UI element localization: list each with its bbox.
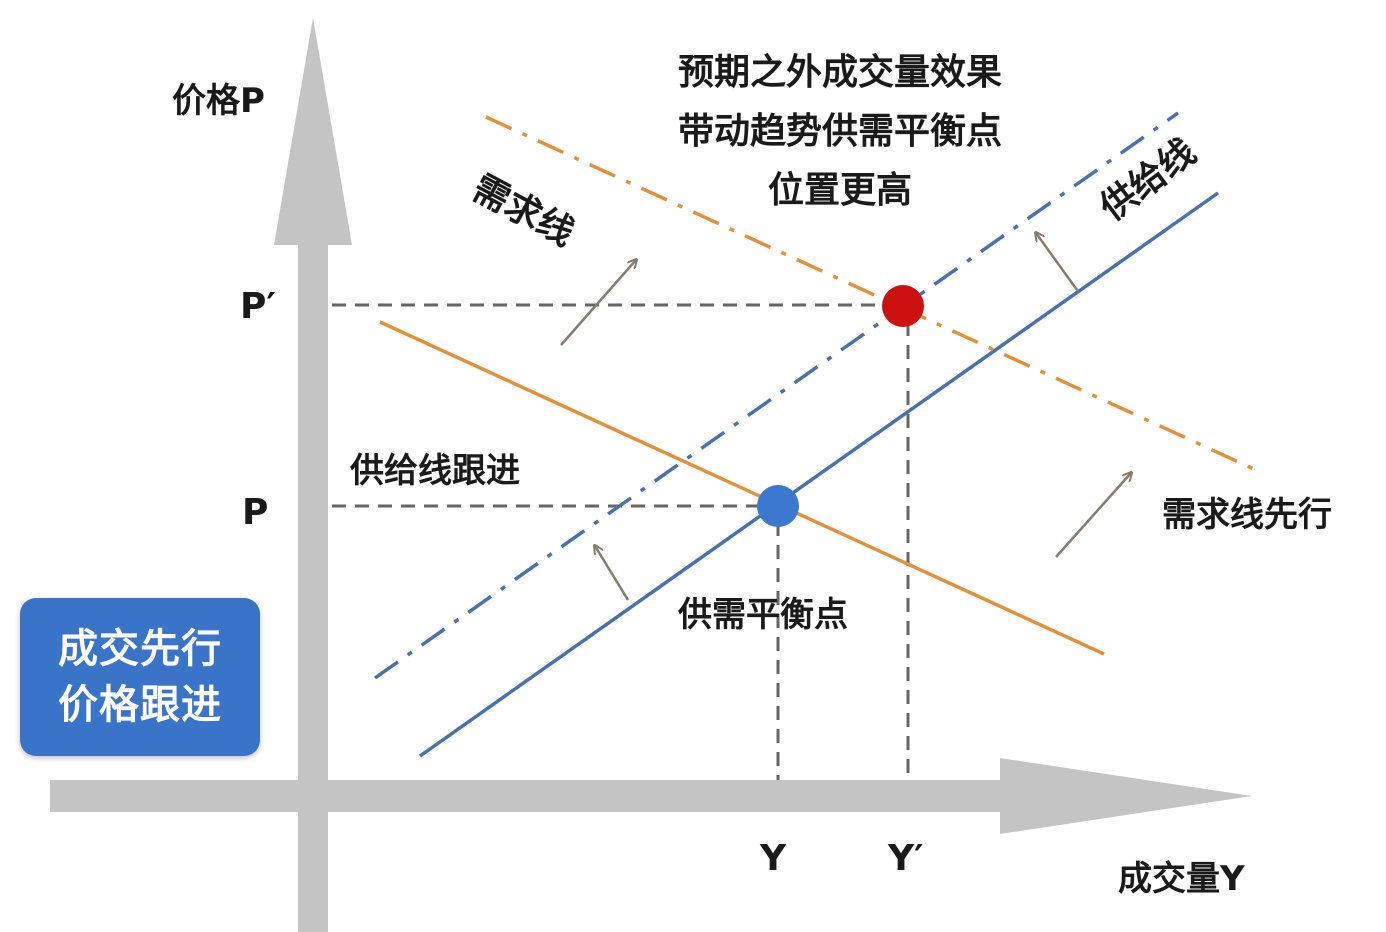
shifted-demand-line: [485, 115, 1257, 472]
headline-line-1: 预期之外成交量效果: [678, 51, 1002, 93]
y-axis-arrow: [274, 18, 352, 932]
y-prime-tick: Y′: [887, 838, 924, 879]
supply-shift-arrow-lower: [595, 546, 630, 601]
y-axis-label: 价格P: [172, 81, 265, 121]
supply-follow-label: 供给线跟进: [349, 451, 520, 491]
demand-lead-label: 需求线先行: [1162, 495, 1332, 535]
p-tick: P: [242, 492, 268, 533]
supply-line: [418, 191, 1220, 758]
demand-shift-arrow-upper: [560, 260, 636, 346]
badge-line-2: 价格跟进: [58, 682, 222, 728]
headline-line-3: 位置更高: [768, 170, 912, 211]
demand-line: [379, 320, 1105, 656]
headline-line-2: 带动趋势供需平衡点: [678, 111, 1002, 152]
new-equilibrium-point: [882, 285, 924, 327]
supply-shift-arrow-upper: [1036, 233, 1079, 291]
demand-shift-arrow-lower: [1055, 473, 1131, 558]
x-axis-arrow: [50, 758, 1252, 834]
badge-line-1: 成交先行: [58, 626, 222, 672]
y-tick: Y: [759, 838, 787, 879]
equilibrium-point: [757, 485, 799, 527]
badge: 成交先行 价格跟进: [20, 598, 260, 756]
x-axis-label: 成交量Y: [1118, 859, 1245, 899]
equilibrium-label: 供需平衡点: [677, 595, 848, 635]
p-prime-tick: P′: [240, 286, 276, 327]
shifted-supply-line: [373, 111, 1180, 680]
demand-line-label: 需求线: [466, 168, 581, 255]
